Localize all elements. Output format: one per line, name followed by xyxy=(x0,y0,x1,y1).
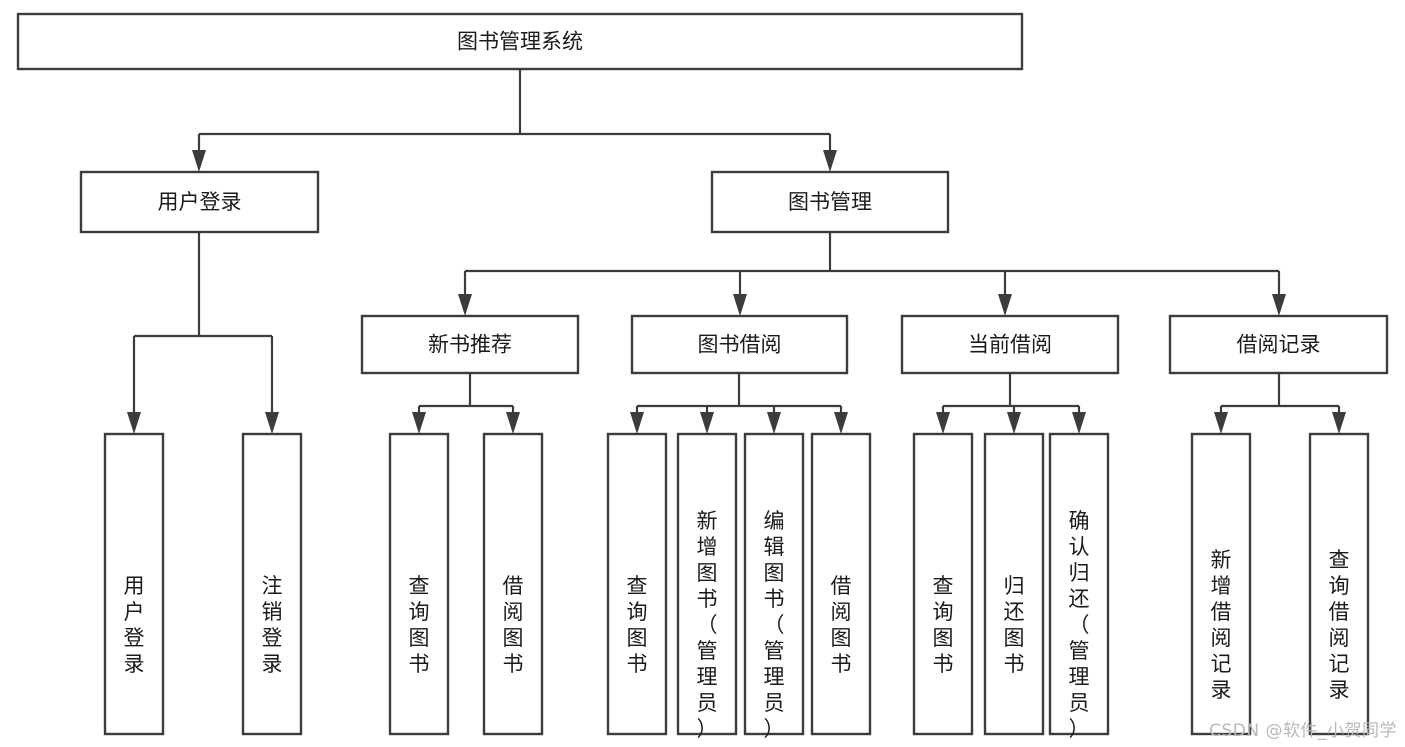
node-level3-2[interactable]: 当前借阅 xyxy=(900,314,1120,375)
node-level2-0-label: 用户登录 xyxy=(158,190,242,214)
node-leaf-1[interactable]: 注销登录 xyxy=(241,432,303,736)
node-level3-3[interactable]: 借阅记录 xyxy=(1168,314,1389,375)
node-leaf-4[interactable]: 查询图书 xyxy=(606,432,668,736)
node-level3-2-box[interactable] xyxy=(900,314,1120,375)
node-leaf-0[interactable]: 用户登录 xyxy=(103,432,165,736)
node-leaf-7-box[interactable] xyxy=(810,432,872,736)
node-leaf-7[interactable]: 借阅图书 xyxy=(810,432,872,736)
node-leaf-9-box[interactable] xyxy=(983,432,1045,736)
node-leaf-1-label: 注销登录 xyxy=(262,574,283,676)
node-leaf-11-box[interactable] xyxy=(1190,432,1252,736)
arrow-leaf-11 xyxy=(1072,412,1086,434)
node-leaf-0-label: 用户登录 xyxy=(124,574,145,676)
node-root-box[interactable] xyxy=(16,12,1024,71)
node-leaf-5-label: 新增图书（管理员） xyxy=(697,509,718,741)
node-root[interactable]: 图书管理系统 xyxy=(16,12,1024,71)
arrow-record xyxy=(1272,294,1286,316)
node-level3-0[interactable]: 新书推荐 xyxy=(360,314,580,375)
nodes-layer: 图书管理系统用户登录图书管理新书推荐图书借阅当前借阅借阅记录用户登录注销登录查询… xyxy=(16,12,1389,741)
node-level2-0[interactable]: 用户登录 xyxy=(79,170,320,234)
node-level3-3-box[interactable] xyxy=(1168,314,1389,375)
node-level3-1[interactable]: 图书借阅 xyxy=(630,314,849,375)
node-leaf-11[interactable]: 新增借阅记录 xyxy=(1190,432,1252,736)
node-leaf-9[interactable]: 归还图书 xyxy=(983,432,1045,736)
node-leaf-4-label: 查询图书 xyxy=(627,574,648,676)
node-leaf-0-box[interactable] xyxy=(103,432,165,736)
node-leaf-10-box[interactable] xyxy=(1048,432,1110,736)
arrow-leaf-9 xyxy=(936,412,950,434)
arrow-new-book xyxy=(458,294,472,316)
arrow-borrow xyxy=(733,294,747,316)
node-leaf-8-label: 查询图书 xyxy=(933,574,954,676)
node-level2-0-box[interactable] xyxy=(79,170,320,234)
arrow-leaf-5 xyxy=(630,412,644,434)
node-leaf-8-box[interactable] xyxy=(912,432,974,736)
arrow-leaf-12 xyxy=(1214,412,1228,434)
node-leaf-5-box[interactable] xyxy=(676,432,738,736)
arrow-book-mgmt xyxy=(823,150,837,172)
node-level3-0-label: 新书推荐 xyxy=(428,333,512,357)
node-level3-3-label: 借阅记录 xyxy=(1237,333,1321,357)
node-leaf-5[interactable]: 新增图书（管理员） xyxy=(676,432,738,741)
arrow-leaf-1 xyxy=(127,412,141,434)
watermark-label: CSDN @软件_小贺同学 xyxy=(1209,721,1397,741)
arrow-leaf-2 xyxy=(265,412,279,434)
node-leaf-12-label: 查询借阅记录 xyxy=(1329,548,1350,702)
arrow-leaf-4 xyxy=(506,412,520,434)
node-leaf-3-box[interactable] xyxy=(482,432,544,736)
arrow-leaf-6 xyxy=(700,412,714,434)
node-leaf-11-label: 新增借阅记录 xyxy=(1211,548,1232,702)
arrow-leaf-10 xyxy=(1007,412,1021,434)
node-leaf-2-box[interactable] xyxy=(388,432,450,736)
node-level2-1[interactable]: 图书管理 xyxy=(710,170,950,234)
node-leaf-10-label: 确认归还（管理员） xyxy=(1069,509,1090,741)
node-leaf-7-label: 借阅图书 xyxy=(831,574,852,676)
node-level3-2-label: 当前借阅 xyxy=(968,333,1052,357)
node-leaf-1-box[interactable] xyxy=(241,432,303,736)
node-leaf-6-box[interactable] xyxy=(743,432,805,736)
node-leaf-12-box[interactable] xyxy=(1308,432,1370,736)
node-level3-1-box[interactable] xyxy=(630,314,849,375)
node-level3-0-box[interactable] xyxy=(360,314,580,375)
node-leaf-3[interactable]: 借阅图书 xyxy=(482,432,544,736)
node-leaf-2-label: 查询图书 xyxy=(409,574,430,676)
node-leaf-6[interactable]: 编辑图书（管理员） xyxy=(743,432,805,741)
node-level2-1-label: 图书管理 xyxy=(788,190,872,214)
arrow-heads-layer xyxy=(127,150,1346,434)
node-leaf-12[interactable]: 查询借阅记录 xyxy=(1308,432,1370,736)
arrow-user-login xyxy=(192,150,206,172)
arrow-leaf-13 xyxy=(1332,412,1346,434)
node-leaf-10[interactable]: 确认归还（管理员） xyxy=(1048,432,1110,741)
node-leaf-2[interactable]: 查询图书 xyxy=(388,432,450,736)
node-leaf-4-box[interactable] xyxy=(606,432,668,736)
node-level2-1-box[interactable] xyxy=(710,170,950,234)
arrow-leaf-8 xyxy=(834,412,848,434)
arrow-leaf-3 xyxy=(412,412,426,434)
arrow-current xyxy=(998,294,1012,316)
node-leaf-3-label: 借阅图书 xyxy=(503,574,524,676)
node-leaf-9-label: 归还图书 xyxy=(1004,574,1025,676)
node-root-label: 图书管理系统 xyxy=(457,30,583,54)
node-leaf-8[interactable]: 查询图书 xyxy=(912,432,974,736)
node-level3-1-label: 图书借阅 xyxy=(698,333,782,357)
arrow-leaf-7 xyxy=(767,412,781,434)
node-leaf-6-label: 编辑图书（管理员） xyxy=(764,509,785,741)
